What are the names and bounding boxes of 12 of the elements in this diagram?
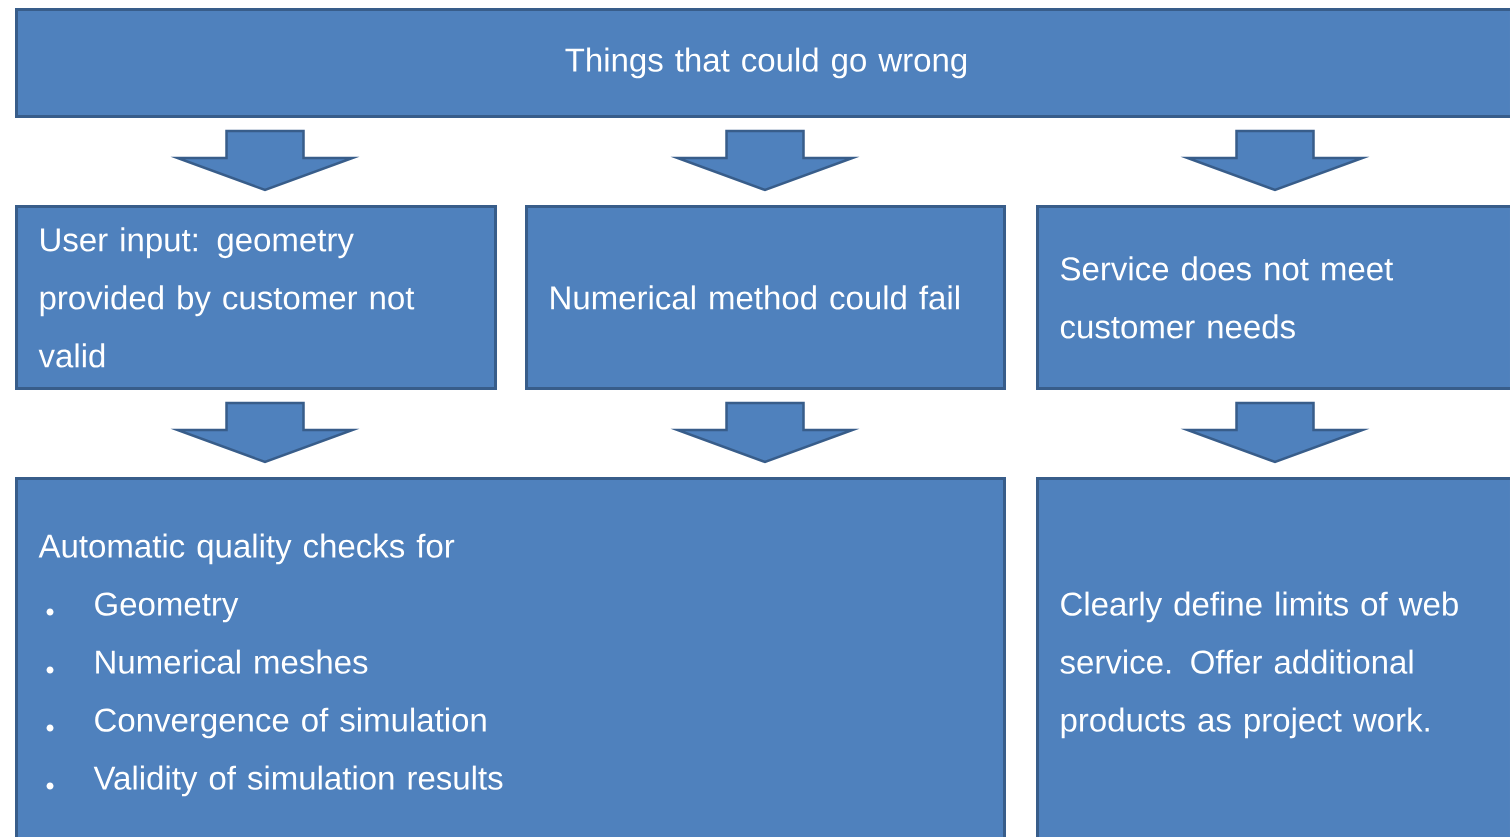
title-bar: Things that could go wrong <box>15 8 1510 118</box>
block-arrow <box>170 129 360 192</box>
process-box: Clearly define limits of web service. Offer additional products as project work. <box>1036 477 1510 837</box>
block-arrow <box>1180 129 1370 192</box>
process-box: Numerical method could fail <box>525 205 1006 390</box>
process-box: Service does not meet customer needs <box>1036 205 1510 390</box>
block-arrow <box>670 129 860 192</box>
process-box: User input: geometry provided by customer not valid <box>15 205 497 390</box>
block-arrow <box>1180 401 1370 464</box>
block-arrow <box>670 401 860 464</box>
process-box: Automatic quality checks for Geometry Numerical meshes Convergence of simulation Validity of simulation results <box>15 477 1006 837</box>
block-arrow <box>170 401 360 464</box>
